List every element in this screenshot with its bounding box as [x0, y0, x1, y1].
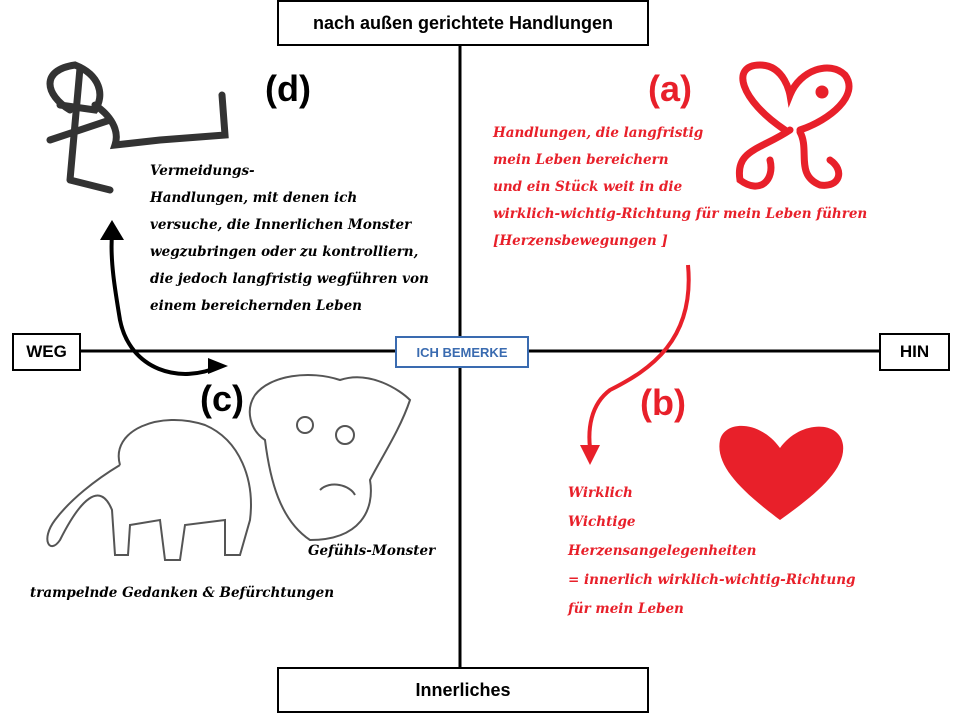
text-line: wirklich-wichtig-Richtung für mein Leben… [493, 206, 868, 222]
axis-left-label: WEG [12, 333, 81, 371]
text-line: [Herzensbewegungen ] [493, 233, 668, 249]
text-line: Handlungen, mit denen ich [150, 190, 358, 206]
axis-top-label: nach außen gerichtete Handlungen [277, 0, 649, 46]
text-line: Herzensangelegenheiten [568, 543, 757, 559]
avoidance-arrowhead-start [208, 358, 228, 374]
axis-bottom-label: Innerliches [277, 667, 649, 713]
monster-caption: trampelnde Gedanken & Befürchtungen [30, 585, 335, 601]
quadrant-b-text: Wirklich Wichtige Herzensangelegenheiten… [568, 479, 855, 624]
monster-label: Gefühls-Monster [308, 543, 436, 559]
text-line: Wirklich [568, 485, 633, 501]
values-arrowhead [580, 445, 600, 465]
text-line: Handlungen, die langfristig [493, 125, 704, 141]
text-line: = innerlich wirklich-wichtig-Richtung [568, 572, 856, 588]
text-line: wegzubringen oder zu kontrolliern, [150, 244, 419, 260]
quadrant-b-label: (b) [640, 382, 686, 423]
text-line: einem bereichernden Leben [150, 298, 362, 314]
text-line: die jedoch langfristig wegführen von [150, 271, 429, 287]
avoidance-figure-icon [46, 61, 229, 194]
quadrant-c-label: (c) [200, 378, 244, 419]
text-line: und ein Stück weit in die [493, 179, 683, 195]
axis-right-label: HIN [879, 333, 950, 371]
avoidance-arrow [109, 234, 221, 376]
heart-icon [719, 425, 844, 520]
text-line: für mein Leben [568, 601, 684, 617]
center-label: ICH BEMERKE [395, 336, 529, 368]
quadrant-d-text: Vermeidungs- Handlungen, mit denen ich v… [150, 158, 429, 320]
avoidance-arrowhead [100, 220, 124, 240]
elephant-monster-icon [46, 374, 412, 561]
values-arrow [587, 264, 691, 449]
heart-creature-icon [735, 61, 853, 190]
text-line: versuche, die Innerlichen Monster [150, 217, 412, 233]
text-line: Wichtige [568, 514, 636, 530]
quadrant-a-label: (a) [648, 68, 692, 109]
text-line: mein Leben bereichern [493, 152, 669, 168]
quadrant-d-label: (d) [265, 68, 311, 109]
text-line: Vermeidungs- [150, 163, 255, 179]
quadrant-a-text: Handlungen, die langfristig mein Leben b… [493, 120, 867, 255]
